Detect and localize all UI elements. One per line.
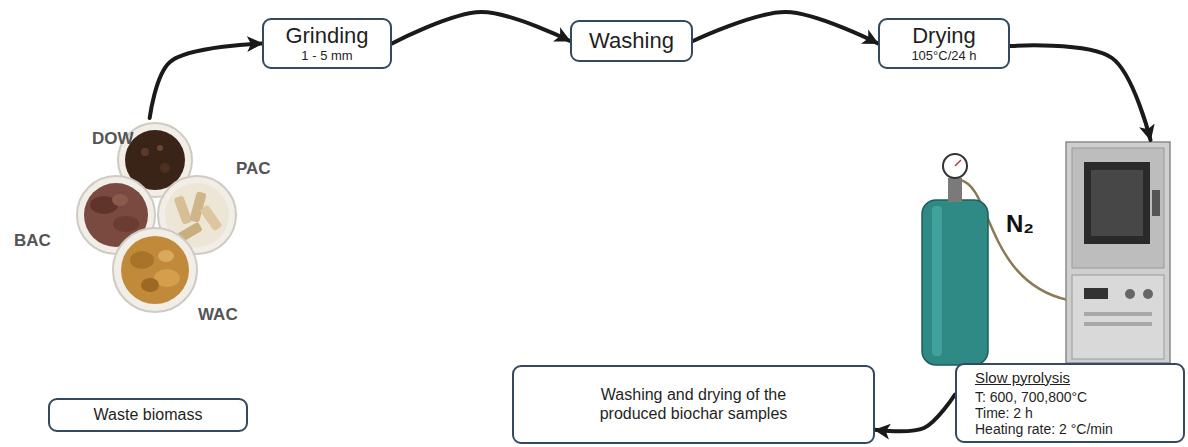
biomass-bowls <box>77 123 236 312</box>
source-box: Waste biomass <box>48 398 248 432</box>
biomass-label: WAC <box>198 306 238 323</box>
flow-node: Washing <box>570 20 693 62</box>
node-title: Waste biomass <box>94 406 203 424</box>
furnace-interior <box>1091 170 1143 236</box>
flow-arrow <box>875 395 955 432</box>
cylinder-highlight <box>932 206 942 356</box>
node-detail: 105°C/24 h <box>911 49 976 64</box>
flow-arrow <box>693 12 878 44</box>
furnace-opening <box>1084 162 1150 244</box>
biomass-label: BAC <box>14 232 51 249</box>
pellet <box>174 195 193 225</box>
node-detail: Time: 2 h <box>975 405 1033 421</box>
grain <box>141 148 149 156</box>
panel-knob <box>1143 289 1153 299</box>
panel-knob <box>1125 289 1135 299</box>
pyrolysis-box: Slow pyrolysis T: 600, 700,800°CTime: 2 h… <box>955 363 1185 443</box>
node-detail: Heating rate: 2 °C/min <box>975 421 1113 437</box>
node-detail: T: 600, 700,800°C <box>975 389 1087 405</box>
result-box: Washing and drying of the produced bioch… <box>512 365 875 444</box>
walnut-piece <box>130 251 154 269</box>
panel-display <box>1084 288 1108 299</box>
biomass-label: DOW <box>92 130 134 147</box>
flow-node: Washing and drying of the produced bioch… <box>512 365 875 444</box>
cylinder-valve <box>948 178 962 202</box>
grain <box>160 163 170 173</box>
wac-content <box>121 236 189 304</box>
furnace-chamber <box>1072 148 1164 268</box>
control-panel <box>1072 275 1164 359</box>
gas-label: N₂ <box>1006 212 1034 236</box>
furnace <box>1066 142 1170 363</box>
process-box: Grinding1 - 5 mm <box>262 18 392 69</box>
walnut-piece <box>141 278 159 292</box>
bowl <box>113 228 197 312</box>
node-title: Drying <box>912 23 976 48</box>
process-box: Washing <box>570 20 693 62</box>
flow-node: Slow pyrolysis T: 600, 700,800°CTime: 2 h… <box>955 140 1185 443</box>
node-title: Grinding <box>285 23 368 48</box>
node-detail: 1 - 5 mm <box>301 49 352 64</box>
pellet <box>199 204 222 231</box>
cylinder-body <box>922 200 988 365</box>
gauge-needle <box>955 160 961 166</box>
bark-piece <box>113 216 139 232</box>
flow-node: Waste biomass <box>40 118 255 434</box>
node-title: Washing and drying of the produced bioch… <box>574 386 814 423</box>
node-title: Slow pyrolysis <box>975 369 1070 386</box>
flow-node: Drying105°C/24 h <box>878 18 1010 69</box>
door-latch <box>1152 190 1160 216</box>
bark-piece <box>112 194 128 206</box>
flow-arrow <box>392 12 570 44</box>
walnut-piece <box>158 250 174 262</box>
pressure-gauge <box>943 154 967 178</box>
panel-vent <box>1084 312 1152 316</box>
flow-node: Grinding1 - 5 mm <box>262 18 392 69</box>
grain <box>157 145 163 151</box>
furnace-body <box>1066 142 1170 363</box>
flow-arrow <box>1010 45 1151 140</box>
node-title: Washing <box>589 28 674 53</box>
panel-vent <box>1084 322 1152 326</box>
gas-cylinder <box>922 154 1068 365</box>
flow-arrow <box>150 44 262 119</box>
biomass-label: PAC <box>236 160 271 177</box>
process-box: Drying105°C/24 h <box>878 18 1010 69</box>
